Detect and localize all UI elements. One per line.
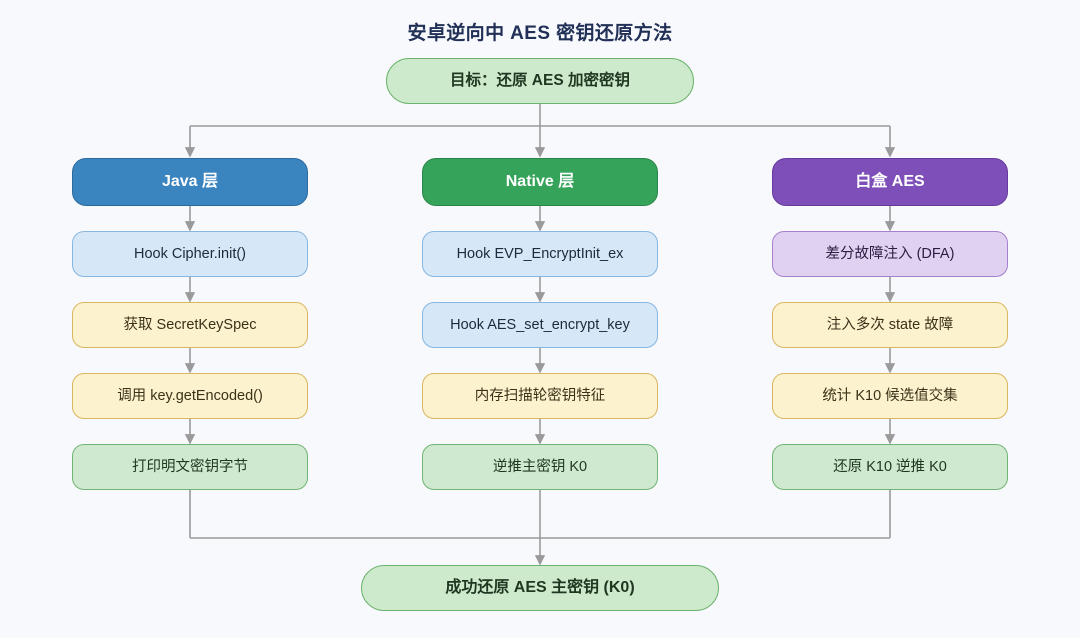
node-java-step-4[interactable]: 打印明文密钥字节 — [72, 444, 308, 490]
node-native-step-3[interactable]: 内存扫描轮密钥特征 — [422, 373, 658, 419]
node-native-step-1[interactable]: Hook EVP_EncryptInit_ex — [422, 231, 658, 277]
page-title: 安卓逆向中 AES 密钥还原方法 — [407, 23, 673, 44]
node-header-native[interactable]: Native 层 — [422, 158, 658, 206]
node-java-step-2[interactable]: 获取 SecretKeySpec — [72, 302, 308, 348]
node-java-step-1[interactable]: Hook Cipher.init() — [72, 231, 308, 277]
node-goal[interactable]: 目标：还原 AES 加密密钥 — [386, 58, 694, 104]
node-header-java[interactable]: Java 层 — [72, 158, 308, 206]
node-native-step-2[interactable]: Hook AES_set_encrypt_key — [422, 302, 658, 348]
node-whitebox-step-4[interactable]: 还原 K10 逆推 K0 — [772, 444, 1008, 490]
node-whitebox-step-3[interactable]: 统计 K10 候选值交集 — [772, 373, 1008, 419]
node-whitebox-step-2[interactable]: 注入多次 state 故障 — [772, 302, 1008, 348]
node-java-step-3[interactable]: 调用 key.getEncoded() — [72, 373, 308, 419]
node-whitebox-step-1[interactable]: 差分故障注入 (DFA) — [772, 231, 1008, 277]
node-success[interactable]: 成功还原 AES 主密钥 (K0) — [361, 565, 719, 611]
node-native-step-4[interactable]: 逆推主密钥 K0 — [422, 444, 658, 490]
node-header-whitebox[interactable]: 白盒 AES — [772, 158, 1008, 206]
